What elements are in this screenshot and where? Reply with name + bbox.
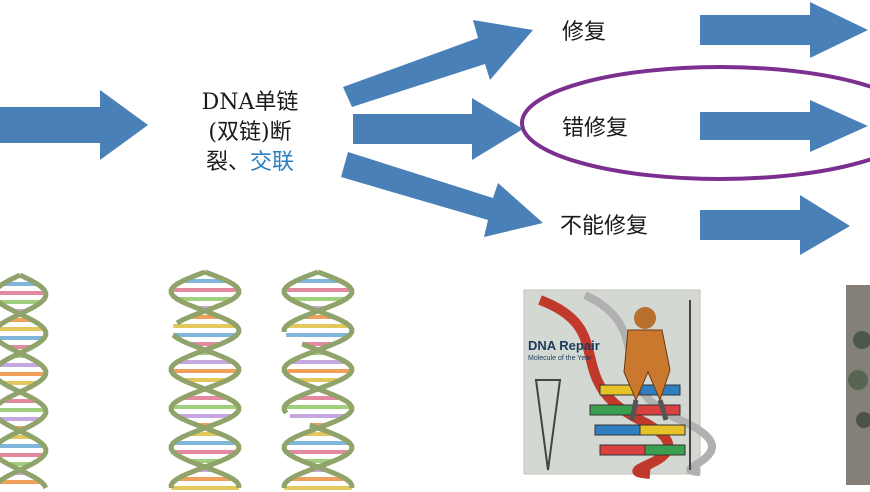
- dna-backbone-strand: [168, 269, 242, 488]
- damage-line-3: 裂、交联: [180, 148, 320, 178]
- sample-photo: [846, 285, 870, 485]
- dna-backbone-strand: [281, 269, 355, 488]
- dna-repair-poster: [523, 289, 716, 479]
- result-arrow-misrepair: [700, 100, 868, 152]
- branch-arrow-no-repair: [341, 152, 543, 237]
- branch-arrow-misrepair: [353, 98, 523, 160]
- dna-backbone-strand: [168, 269, 242, 488]
- input-arrow: [0, 90, 148, 160]
- dna-backbone-strand: [281, 269, 355, 488]
- crosslink-term: 交联: [250, 150, 295, 175]
- misrepair-highlight-ellipse: [520, 65, 870, 181]
- branch-arrow-repair: [343, 20, 533, 107]
- dna-helix-double-break: [281, 269, 355, 490]
- damage-line-2: (双链)断: [208, 120, 292, 145]
- damage-line-3-prefix: 裂、: [205, 150, 250, 175]
- outcome-repair: 修复: [562, 20, 607, 45]
- worker-head-icon: [634, 307, 656, 329]
- result-arrow-repair: [700, 2, 868, 58]
- dna-helix-single-break: [168, 269, 242, 490]
- poster-subtitle: Molecule of the Year: [528, 355, 592, 362]
- outcome-misrepair: 错修复: [562, 116, 629, 141]
- damage-description: DNA单链 (双链)断 裂、交联: [180, 88, 320, 178]
- result-arrow-no-repair: [700, 195, 850, 255]
- damage-line-1: DNA单链: [201, 90, 299, 115]
- poster-title: DNA Repair: [528, 338, 600, 353]
- outcome-no-repair: 不能修复: [560, 214, 649, 239]
- dna-helix-intact: [0, 272, 49, 490]
- dna-backbone-strand: [0, 272, 49, 490]
- dna-backbone-strand: [0, 272, 49, 485]
